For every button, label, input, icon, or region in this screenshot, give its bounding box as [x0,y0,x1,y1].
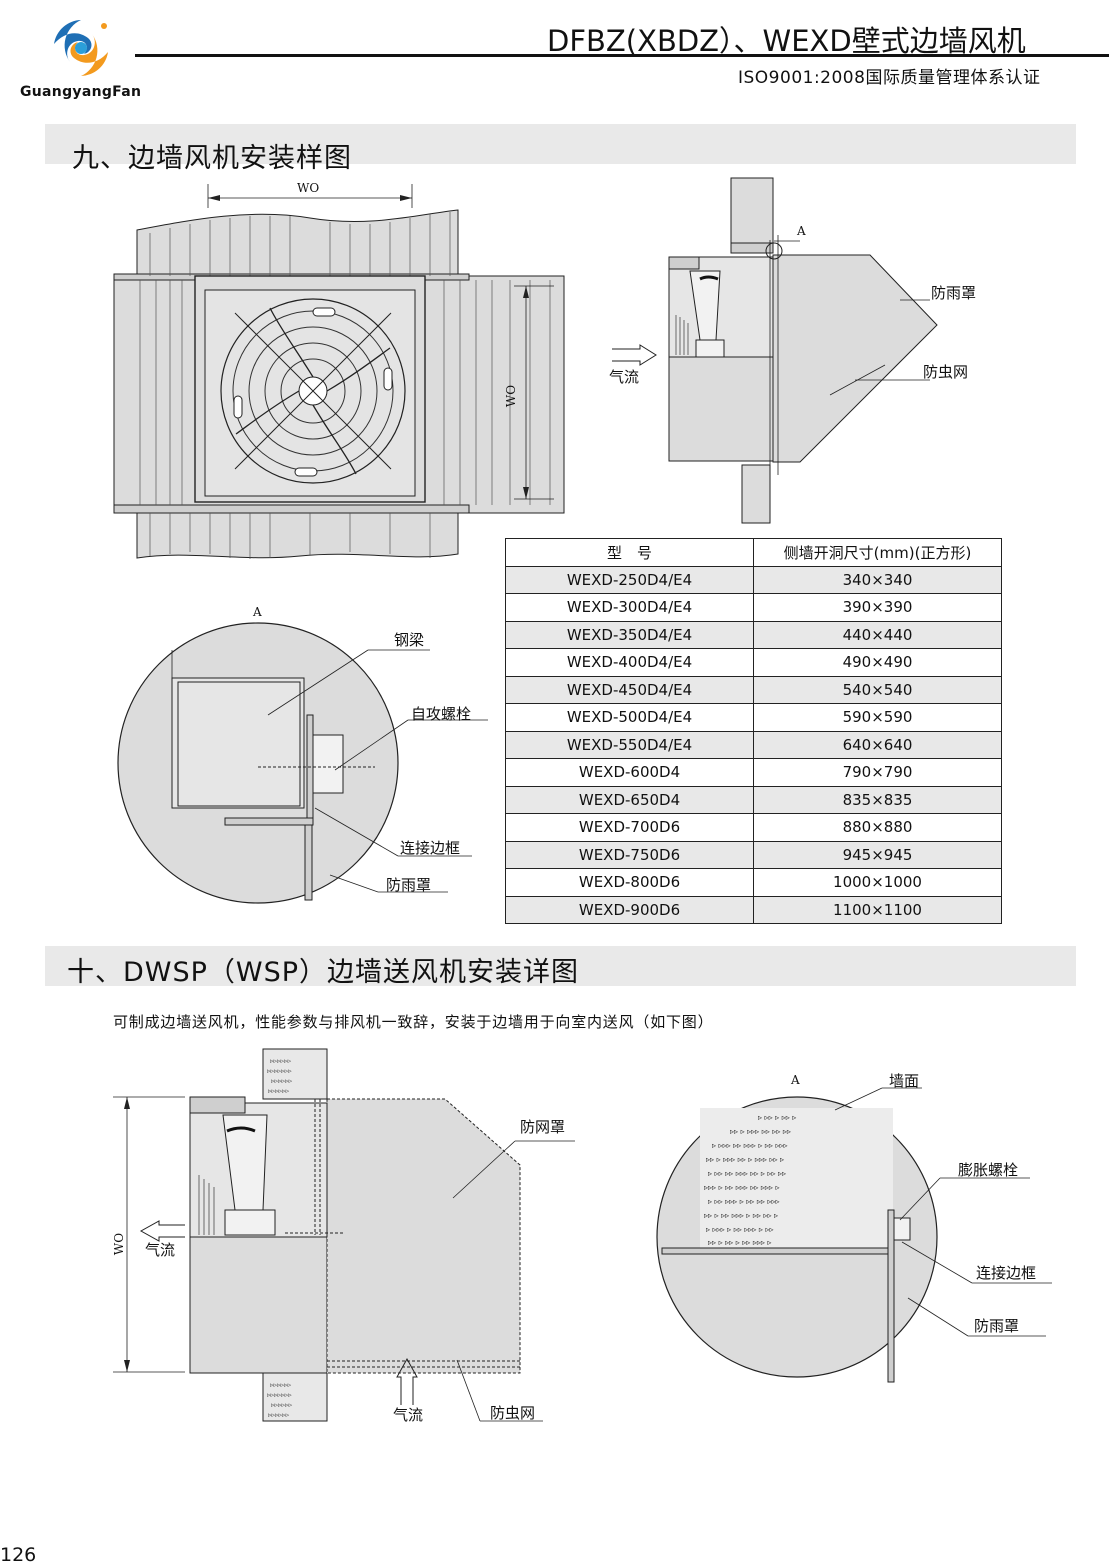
frame-label: 连接边框 [400,839,461,857]
side-insect-net-label: 防虫网 [923,363,969,381]
section-10-description: 可制成边墙送风机，性能参数与排风机一致辞，安装于边墙用于向室内送风（如下图） [113,1013,714,1031]
model-cell: WEXD-750D6 [505,840,754,869]
svg-text:▹▹▹▹▹▹▹: ▹▹▹▹▹▹▹ [267,1391,292,1399]
spec-table-header: 型 号 侧墙开洞尺寸(mm)(正方形) [505,538,1002,567]
svg-text:▹▹▹▹▹▹▹: ▹▹▹▹▹▹▹ [267,1067,292,1075]
tapping-bolt-label: 自攻螺栓 [411,705,472,723]
model-cell: WEXD-600D4 [505,758,754,787]
svg-text:▹▹▹▹▹▹: ▹▹▹▹▹▹ [271,1077,293,1085]
opening-size-cell: 340×340 [753,565,1002,594]
section-10-bar [45,946,1076,986]
svg-text:▹ ▹▹ ▹ ▹▹ ▹: ▹ ▹▹ ▹ ▹▹ ▹ [758,1113,796,1122]
opening-size-cell: 490×490 [753,648,1002,677]
model-cell: WEXD-450D4/E4 [505,675,754,704]
opening-size-cell: 440×440 [753,620,1002,649]
supply-detail-a-drawing: ▹ ▹▹ ▹ ▹▹ ▹ ▹▹ ▹ ▹▹▹ ▹▹ ▹▹ ▹▹ ▹ ▹▹▹ ▹▹ ▹… [656,1087,1052,1383]
opening-size-cell: 640×640 [753,730,1002,759]
svg-text:▹▹▹ ▹ ▹▹ ▹▹▹ ▹▹ ▹▹▹ ▹: ▹▹▹ ▹ ▹▹ ▹▹▹ ▹▹ ▹▹▹ ▹ [704,1183,780,1192]
detail-a-marker: A [253,605,262,619]
section-9-bar [45,124,1076,164]
supply-rain-hood-label: 防雨罩 [974,1317,1020,1335]
supply-airflow-bottom-label: 气流 [393,1406,424,1424]
model-cell: WEXD-500D4/E4 [505,703,754,732]
brand-swirl-icon [51,18,111,78]
front-width-label: WO [297,181,320,195]
svg-text:▹ ▹▹ ▹▹ ▹▹▹ ▹▹ ▹ ▹▹ ▹▹: ▹ ▹▹ ▹▹ ▹▹▹ ▹▹ ▹ ▹▹ ▹▹ [708,1169,786,1178]
wall-label: 墙面 [889,1072,920,1090]
svg-text:▹▹ ▹ ▹▹ ▹▹▹ ▹ ▹▹ ▹▹ ▹: ▹▹ ▹ ▹▹ ▹▹▹ ▹ ▹▹ ▹▹ ▹ [704,1211,778,1220]
col-opening-size: 侧墙开洞尺寸(mm)(正方形) [753,538,1002,567]
supply-insect-net-label: 防虫网 [490,1404,536,1422]
svg-text:▹▹▹▹▹▹: ▹▹▹▹▹▹ [271,1401,293,1409]
section-9-title: 九、边墙风机安装样图 [72,143,352,174]
rain-hood-label: 防雨罩 [386,876,432,894]
model-cell: WEXD-900D6 [505,895,754,924]
model-cell: WEXD-400D4/E4 [505,648,754,677]
model-cell: WEXD-300D4/E4 [505,593,754,622]
svg-text:▹▹▹▹▹▹: ▹▹▹▹▹▹ [270,1381,292,1389]
page-title: DFBZ(XBDZ）、WEXD壁式边墙风机 [547,24,1026,58]
brand-name: GuangyangFan [20,84,142,100]
opening-size-cell: 540×540 [753,675,1002,704]
expansion-bolt-label: 膨胀螺栓 [958,1161,1019,1179]
opening-size-cell: 390×390 [753,593,1002,622]
front-view-drawing [113,184,565,559]
svg-text:▹▹▹▹▹▹: ▹▹▹▹▹▹ [268,1411,290,1419]
supply-airflow-left-label: 气流 [145,1241,176,1259]
svg-text:▹ ▹▹ ▹▹▹ ▹ ▹▹ ▹▹ ▹▹▹: ▹ ▹▹ ▹▹▹ ▹ ▹▹ ▹▹ ▹▹▹ [708,1197,779,1206]
header-rule [135,54,1109,57]
svg-text:▹▹ ▹ ▹▹ ▹ ▹▹ ▹▹▹ ▹: ▹▹ ▹ ▹▹ ▹ ▹▹ ▹▹▹ ▹ [708,1238,771,1247]
opening-size-cell: 1100×1100 [753,895,1002,924]
model-cell: WEXD-800D6 [505,868,754,897]
model-cell: WEXD-550D4/E4 [505,730,754,759]
side-view-drawing [612,177,938,524]
mesh-hood-label: 防网罩 [520,1118,566,1136]
model-cell: WEXD-350D4/E4 [505,620,754,649]
logo [44,14,119,82]
svg-text:▹▹ ▹ ▹▹▹ ▹▹ ▹▹ ▹▹: ▹▹ ▹ ▹▹▹ ▹▹ ▹▹ ▹▹ [730,1127,791,1136]
opening-size-cell: 880×880 [753,813,1002,842]
supply-side-view-drawing: ▹▹▹▹▹▹▹▹▹▹▹▹▹▹▹▹▹▹▹▹▹▹▹▹▹ ▹▹▹▹▹▹▹▹▹▹▹▹▹▹… [113,1048,575,1422]
opening-size-cell: 790×790 [753,758,1002,787]
certification: ISO9001:2008国际质量管理体系认证 [738,68,1041,88]
model-cell: WEXD-700D6 [505,813,754,842]
detail-a-drawing [117,622,488,904]
opening-size-cell: 945×945 [753,840,1002,869]
side-detail-marker: A [797,224,806,238]
svg-text:▹▹▹▹▹▹: ▹▹▹▹▹▹ [268,1087,290,1095]
svg-text:▹▹ ▹ ▹▹▹ ▹▹ ▹ ▹▹▹ ▹▹ ▹: ▹▹ ▹ ▹▹▹ ▹▹ ▹ ▹▹▹ ▹▹ ▹ [706,1155,784,1164]
section-10-title: 十、DWSP（WSP）边墙送风机安装详图 [67,957,580,988]
steel-beam-label: 钢梁 [394,631,425,649]
side-airflow-label: 气流 [609,368,640,386]
supply-detail-marker: A [791,1073,800,1087]
page-number: 126 [0,1544,37,1566]
svg-text:▹ ▹▹▹ ▹▹ ▹▹▹ ▹ ▹▹ ▹▹▹: ▹ ▹▹▹ ▹▹ ▹▹▹ ▹ ▹▹ ▹▹▹ [712,1141,788,1150]
opening-size-cell: 1000×1000 [753,868,1002,897]
front-height-label: WO [504,384,519,408]
svg-text:▹▹▹▹▹▹: ▹▹▹▹▹▹ [270,1057,292,1065]
col-model: 型 号 [505,538,754,567]
supply-height-label: WO [112,1232,127,1256]
supply-frame-label: 连接边框 [976,1264,1037,1282]
opening-size-cell: 590×590 [753,703,1002,732]
opening-size-cell: 835×835 [753,785,1002,814]
model-cell: WEXD-650D4 [505,785,754,814]
svg-text:▹ ▹▹▹ ▹ ▹▹ ▹▹▹ ▹ ▹▹: ▹ ▹▹▹ ▹ ▹▹ ▹▹▹ ▹ ▹▹ [706,1225,773,1234]
model-cell: WEXD-250D4/E4 [505,565,754,594]
side-rain-hood-label: 防雨罩 [931,284,977,302]
